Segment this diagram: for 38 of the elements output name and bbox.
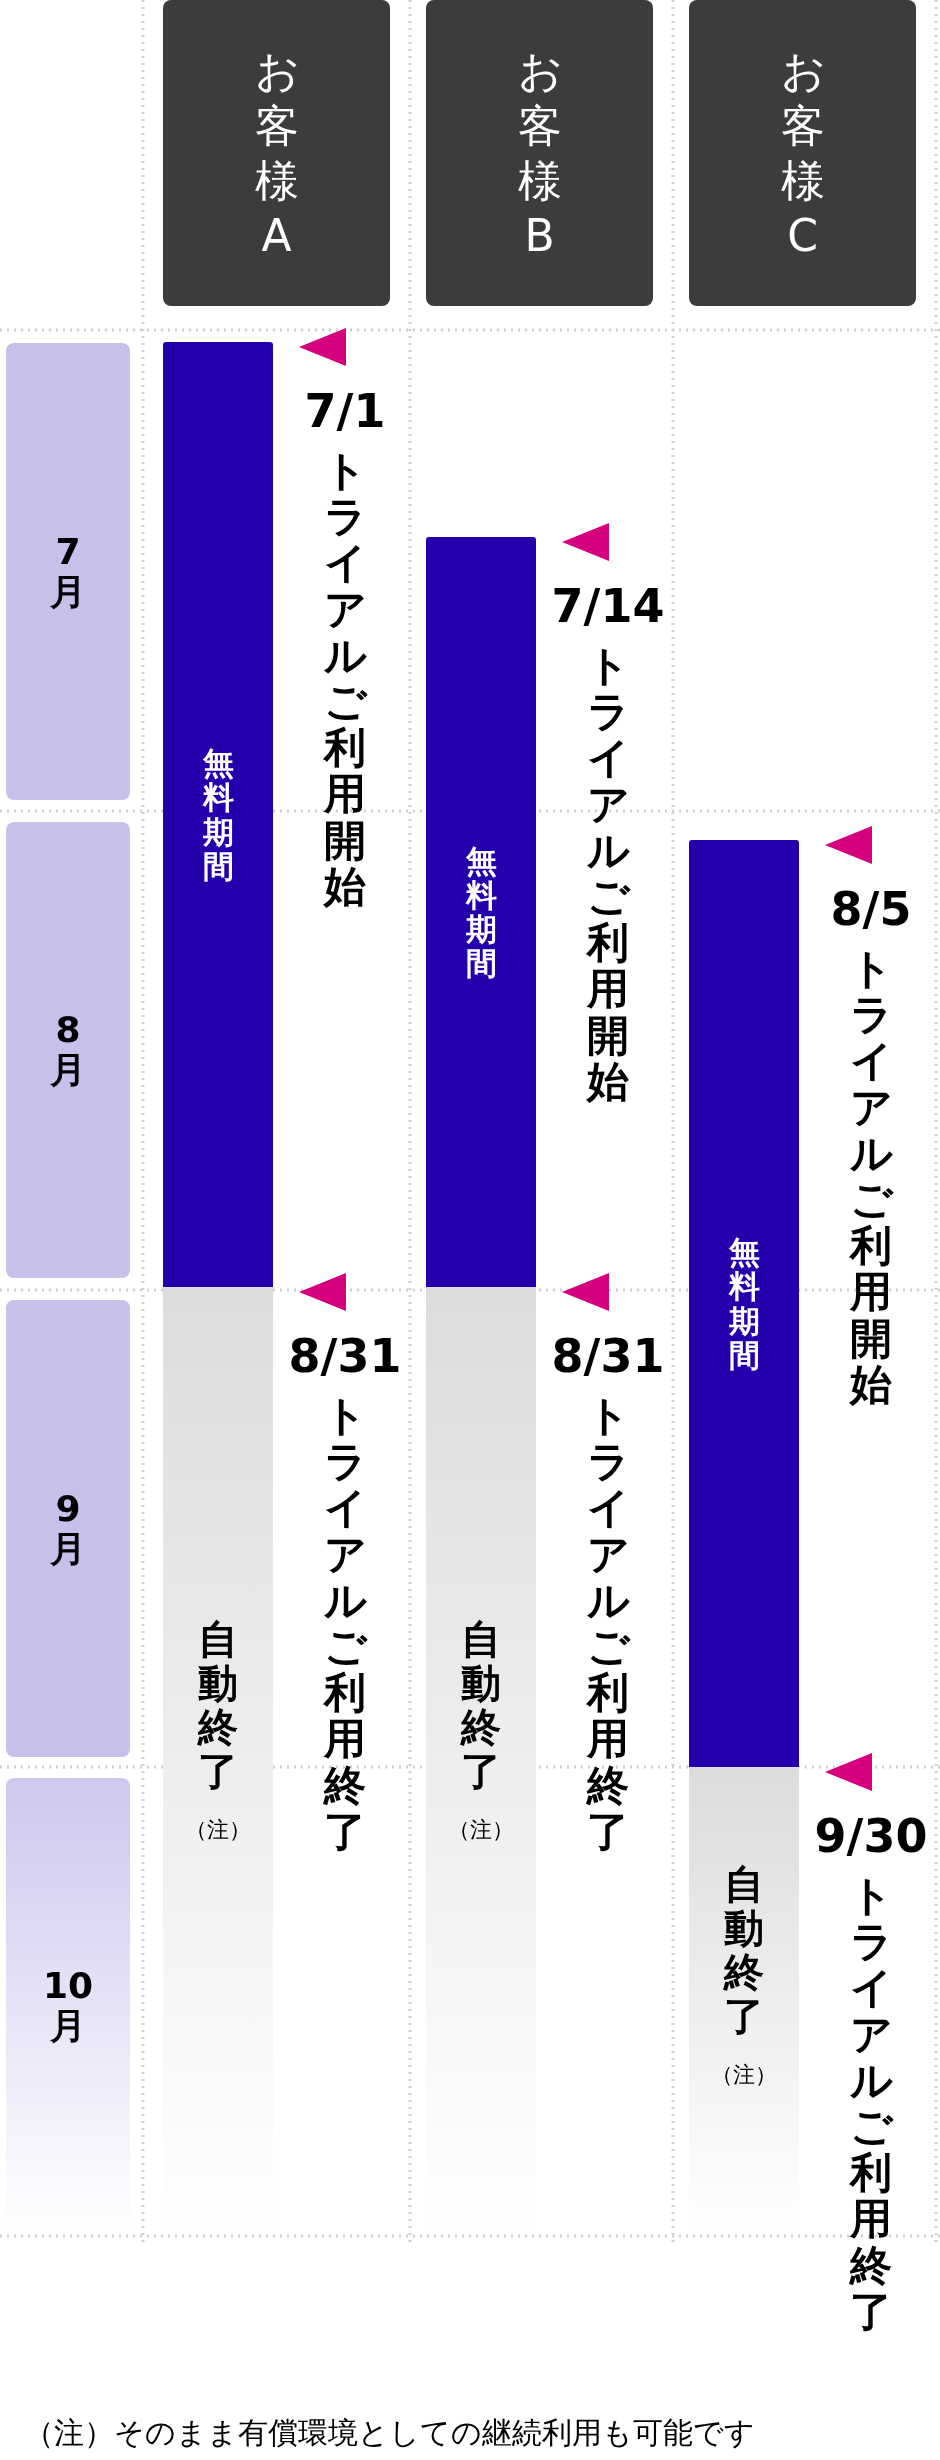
date-label: 7/14: [551, 583, 665, 629]
note-mark: （注）: [448, 1816, 514, 1844]
customer-header: [689, 0, 916, 306]
event-label: トライアルご利用終了: [324, 1393, 366, 1855]
month-box: [6, 1300, 130, 1757]
period-label: 自動終了: [198, 1617, 238, 1793]
month-box: [6, 822, 130, 1278]
customer-name: お客様C: [780, 44, 825, 263]
free-period-bar: [163, 342, 273, 1287]
free-period-bar: [426, 537, 536, 1287]
period-label: 無料期間: [465, 843, 497, 981]
event-label: トライアルご利用終了: [850, 1873, 892, 2335]
month-box: [6, 343, 130, 800]
free-period-bar: [689, 840, 799, 1767]
month-label: 9月: [49, 1488, 87, 1569]
event-label: トライアルご利用終了: [587, 1393, 629, 1855]
period-label: 無料期間: [728, 1235, 760, 1372]
month-label: 10月: [41, 1965, 95, 2046]
month-label: 8月: [49, 1010, 87, 1090]
customer-header: [426, 0, 653, 306]
period-label: 自動終了: [724, 1862, 764, 2038]
note-mark: （注）: [185, 1816, 251, 1844]
footnote: （注）そのまま有償環境としての継続利用も可能です: [24, 2418, 755, 2448]
date-label: 9/30: [814, 1813, 928, 1859]
date-label: 8/5: [830, 886, 912, 932]
customer-name: お客様B: [517, 44, 562, 263]
event-label: トライアルご利用開始: [850, 946, 892, 1408]
date-label: 8/31: [288, 1333, 402, 1379]
period-label: 自動終了: [461, 1617, 501, 1793]
event-label: トライアルご利用開始: [587, 643, 629, 1105]
customer-name: お客様A: [254, 44, 299, 263]
date-label: 7/1: [304, 388, 386, 434]
date-label: 8/31: [551, 1333, 665, 1379]
customer-header: [163, 0, 390, 306]
month-label: 7月: [49, 531, 87, 612]
event-label: トライアルご利用開始: [324, 448, 366, 910]
period-label: 無料期間: [202, 746, 234, 883]
note-mark: （注）: [711, 2061, 777, 2089]
